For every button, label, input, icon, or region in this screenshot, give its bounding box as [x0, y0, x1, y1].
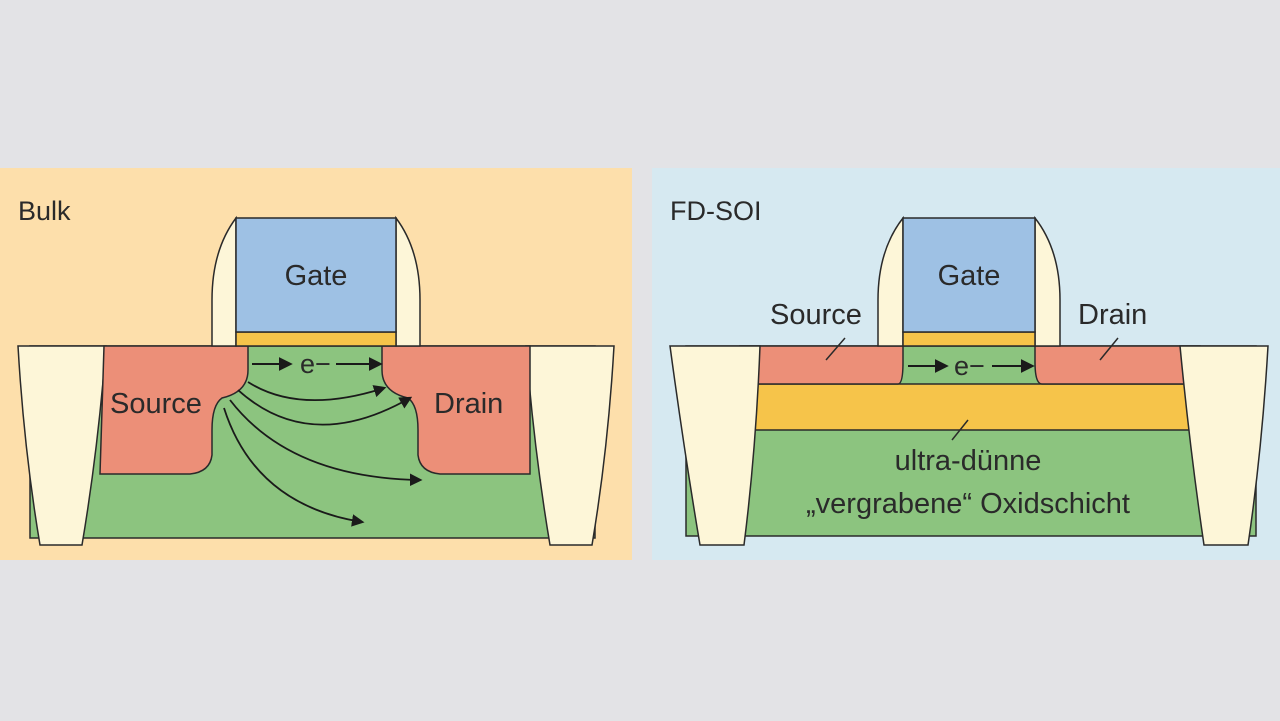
bulk-leakage-arrow-2	[237, 389, 413, 426]
fdsoi-oxide-label-line2: „vergrabene“ Oxidschicht	[806, 488, 1130, 520]
fdsoi-gate	[902, 217, 1036, 333]
bulk-isolation-left	[17, 345, 107, 546]
bulk-source-label: Source	[110, 388, 202, 420]
fdsoi-spacer-left	[877, 215, 904, 347]
fdsoi-gate-label: Gate	[938, 260, 1001, 292]
fdsoi-spacer-right	[1034, 215, 1061, 347]
bulk-gate-label: Gate	[285, 260, 348, 292]
fdsoi-drain-leader	[1099, 337, 1119, 361]
bulk-gate-oxide	[235, 331, 397, 347]
bulk-drain-label: Drain	[434, 388, 503, 420]
fdsoi-buried-oxide	[739, 383, 1201, 431]
fdsoi-gate-oxide	[902, 331, 1036, 347]
bulk-leakage-arrow-4	[223, 407, 365, 527]
fdsoi-oxide-leader	[951, 419, 969, 441]
fdsoi-panel-title: FD-SOI	[670, 196, 762, 226]
bulk-panel: Bulk Gate Source Drain e−	[0, 168, 632, 560]
bulk-drain-region	[381, 345, 531, 475]
bulk-gate	[235, 217, 397, 333]
fdsoi-source-label: Source	[770, 299, 862, 331]
bulk-leakage-arrow-3	[229, 399, 423, 487]
fdsoi-electron-label: e−	[954, 351, 985, 381]
fdsoi-isolation-right	[1179, 345, 1269, 546]
fdsoi-drain-region	[1034, 345, 1201, 385]
fdsoi-drain-label: Drain	[1078, 299, 1147, 331]
bulk-panel-title: Bulk	[18, 196, 71, 226]
bulk-spacer-left	[211, 215, 237, 347]
fdsoi-source-leader	[825, 337, 846, 361]
fdsoi-source-region	[739, 345, 904, 385]
fdsoi-oxide-label-line1: ultra-dünne	[895, 445, 1042, 477]
bulk-leakage-arrow-1	[247, 381, 387, 402]
bulk-spacer-right	[395, 215, 421, 347]
fdsoi-panel: FD-SOI Gate Source Drain e− ultra-dünne …	[652, 168, 1280, 560]
bulk-source-region	[99, 345, 249, 475]
bulk-isolation-right	[525, 345, 615, 546]
bulk-electron-label: e−	[300, 349, 331, 379]
fdsoi-isolation-left	[669, 345, 761, 546]
